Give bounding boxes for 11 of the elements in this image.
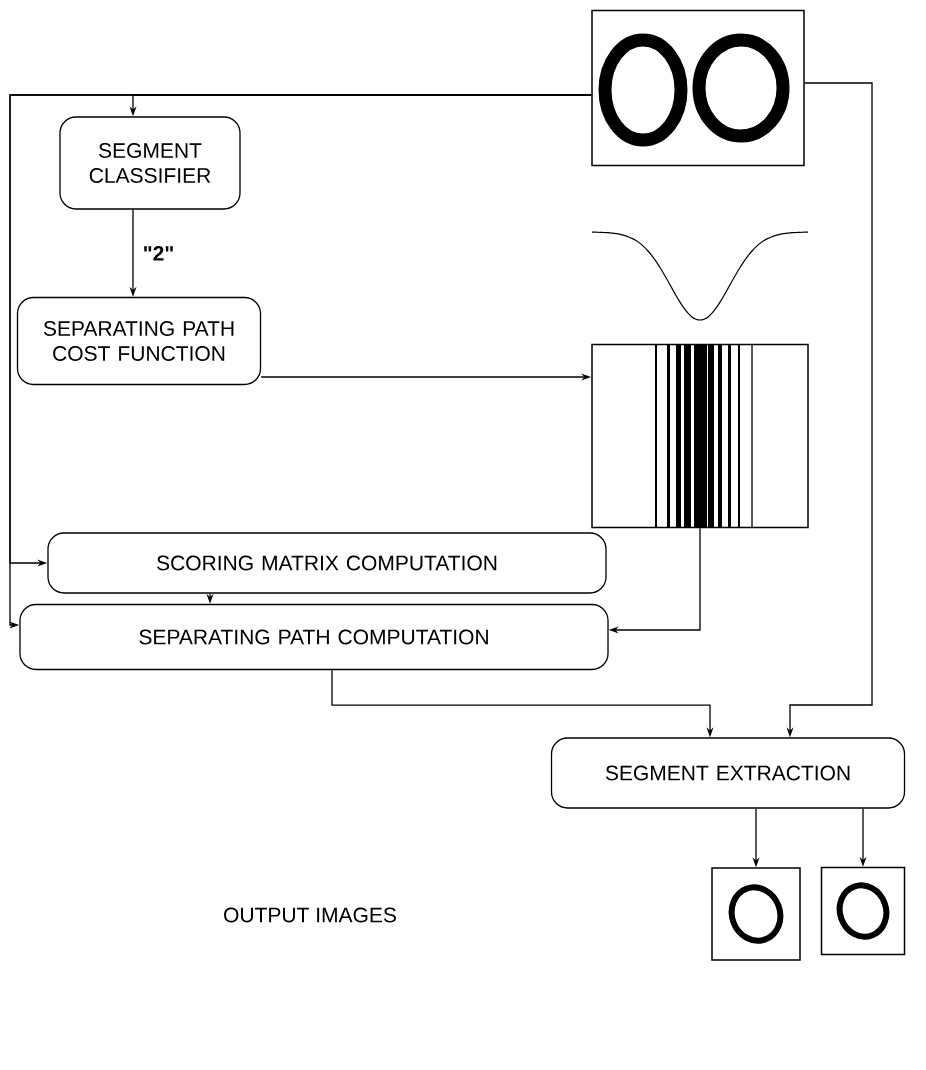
image-picture bbox=[711, 867, 801, 961]
image-picture bbox=[591, 343, 809, 529]
image-picture bbox=[820, 866, 906, 956]
process-box: SEPARATING PATH COMPUTATION bbox=[19, 603, 609, 671]
edge-label: "2" bbox=[144, 245, 173, 261]
image-picture bbox=[591, 9, 805, 167]
process-box: SEPARATING PATH COST FUNCTION bbox=[16, 296, 262, 386]
process-box: SCORING MATRIX COMPUTATION bbox=[47, 532, 607, 594]
process-box: SEGMENT EXTRACTION bbox=[550, 737, 906, 809]
caption-text: OUTPUT IMAGES bbox=[224, 907, 396, 923]
process-box: SEGMENT CLASSIFIER bbox=[59, 116, 241, 210]
